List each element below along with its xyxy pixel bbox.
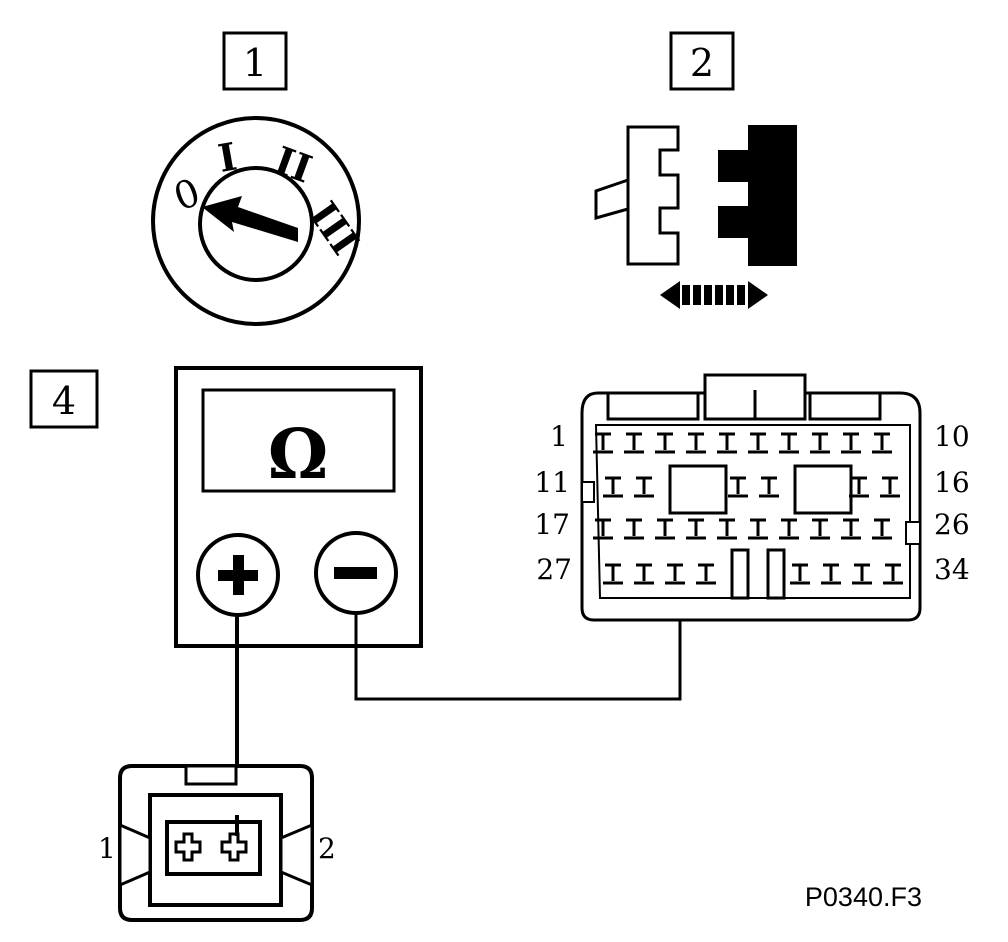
ecu-pin-33 xyxy=(852,563,872,585)
ecu-pin-5 xyxy=(717,432,737,454)
ecu-pin-34 xyxy=(883,563,903,585)
step-1-box: 1 xyxy=(222,31,288,91)
ecu-pin-label-26: 26 xyxy=(934,508,970,541)
ecu-pin-21 xyxy=(717,518,737,540)
step-1-label: 1 xyxy=(243,41,267,85)
step-2-label: 2 xyxy=(690,41,714,85)
ecu-pin-label-1: 1 xyxy=(550,420,568,453)
ecu-pin-label-27: 27 xyxy=(536,553,572,586)
ecu-pin-16 xyxy=(880,476,900,498)
ecu-pin-17 xyxy=(593,518,613,540)
step-4-box: 4 xyxy=(29,369,99,429)
ecu-pin-10 xyxy=(872,432,892,454)
ecu-pin-label-16: 16 xyxy=(934,466,970,499)
ecu-pin-32 xyxy=(821,563,841,585)
ecu-pin-31 xyxy=(790,563,810,585)
ecu-pin-label-11: 11 xyxy=(534,466,570,499)
ecu-pin-7 xyxy=(779,432,799,454)
ecu-pin-20 xyxy=(686,518,706,540)
ecu-pin-22 xyxy=(748,518,768,540)
sensor-pin-label-1: 1 xyxy=(98,832,116,865)
step-4-label: 4 xyxy=(52,379,76,423)
ecu-pin-grid xyxy=(593,432,903,585)
sensor-pin-1-icon xyxy=(174,832,202,862)
ignition-switch-icon: 0 I II III xyxy=(151,116,368,326)
ohm-symbol: Ω xyxy=(268,415,329,495)
ecu-pin-27 xyxy=(603,563,623,585)
ecu-pin-18 xyxy=(624,518,644,540)
ecu-pin-30 xyxy=(696,563,716,585)
ecu-pin-11 xyxy=(603,476,623,498)
ecu-pin-4 xyxy=(686,432,706,454)
ecu-pin-14 xyxy=(759,476,779,498)
figure-code: P0340.F3 xyxy=(805,882,922,912)
ecu-pin-3 xyxy=(655,432,675,454)
disconnect-connector-icon xyxy=(594,125,797,309)
ecu-pin-2 xyxy=(624,432,644,454)
ecu-pin-19 xyxy=(655,518,675,540)
ecu-pin-15 xyxy=(849,476,869,498)
ecu-pin-12 xyxy=(634,476,654,498)
sensor-pin-label-2: 2 xyxy=(318,832,336,865)
ecu-pin-29 xyxy=(665,563,685,585)
ecu-pin-25 xyxy=(841,518,861,540)
step-2-box: 2 xyxy=(669,31,735,91)
ecu-pin-label-34: 34 xyxy=(934,553,970,586)
ecu-pin-6 xyxy=(748,432,768,454)
ecu-pin-13 xyxy=(728,476,748,498)
sensor-pin-2-icon xyxy=(220,832,248,862)
ecu-pin-label-17: 17 xyxy=(534,508,570,541)
ecu-connector: 1 11 17 27 10 16 26 34 xyxy=(534,373,970,622)
ecu-pin-label-10: 10 xyxy=(934,420,970,453)
ecu-pin-1 xyxy=(593,432,613,454)
sensor-connector: 1 2 xyxy=(98,764,336,922)
ecu-pin-8 xyxy=(810,432,830,454)
ohmmeter: Ω xyxy=(174,366,423,648)
ecu-pin-9 xyxy=(841,432,861,454)
ecu-pin-26 xyxy=(872,518,892,540)
ecu-pin-23 xyxy=(779,518,799,540)
ecu-pin-24 xyxy=(810,518,830,540)
ecu-pin-28 xyxy=(634,563,654,585)
